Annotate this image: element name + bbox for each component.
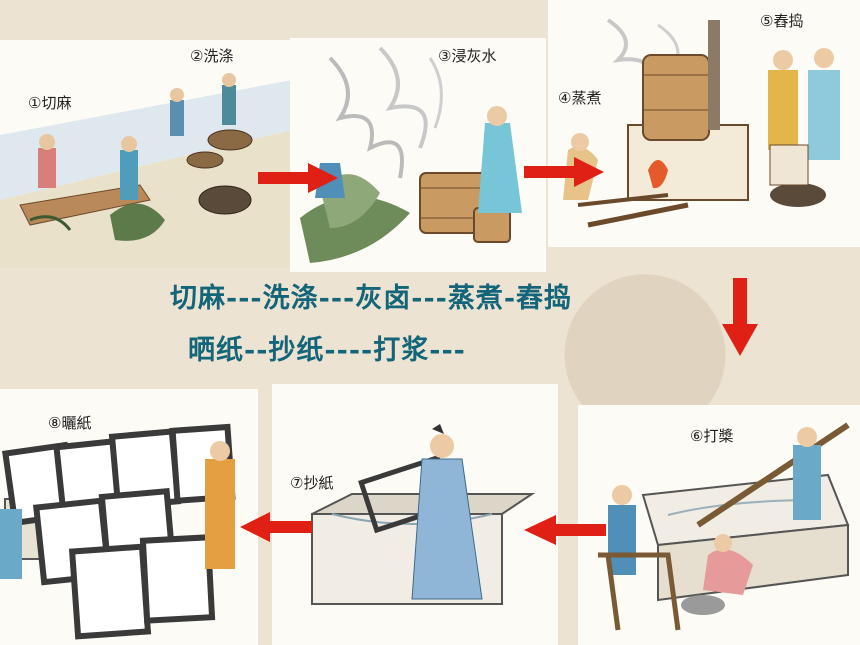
panel-boil-pound (548, 0, 860, 247)
illustration-dry-paper (0, 423, 236, 640)
panel-dry-paper (0, 389, 258, 645)
arrow-left-2-icon (240, 512, 312, 542)
illustration-lime-soak (300, 46, 522, 263)
arrow-left-1-icon (524, 515, 606, 545)
step-label-boil: ④蒸煮 (558, 89, 602, 107)
panel-cut-wash (0, 40, 292, 268)
step-label-wash: ②洗涤 (190, 47, 234, 65)
step-label-lime-soak: ③浸灰水 (438, 47, 497, 65)
process-caption-line2: 晒纸--抄纸----打浆--- (188, 335, 466, 366)
illustration-make-paper (311, 424, 536, 605)
step-label-make-paper: ⑦抄紙 (290, 474, 334, 492)
step-label-pound: ⑤舂捣 (760, 12, 804, 30)
arrow-right-2-icon (524, 157, 604, 187)
process-caption-line1: 切麻---洗涤---灰卤---蒸煮-舂捣 (170, 283, 573, 314)
illustration-boil-pound (563, 18, 840, 228)
step-label-dry-paper: ⑧曬紙 (48, 414, 92, 432)
panel-make-paper (272, 384, 558, 645)
panel-beat-pulp (578, 405, 860, 645)
illustration-cut-wash (0, 73, 292, 268)
illustration-beat-pulp (598, 422, 850, 631)
step-label-cut-hemp: ①切麻 (28, 94, 72, 112)
step-label-beat-pulp: ⑥打槳 (690, 427, 734, 445)
arrow-right-1-icon (258, 163, 338, 193)
panel-lime-soak (290, 38, 546, 272)
arrow-down-icon (722, 278, 758, 356)
